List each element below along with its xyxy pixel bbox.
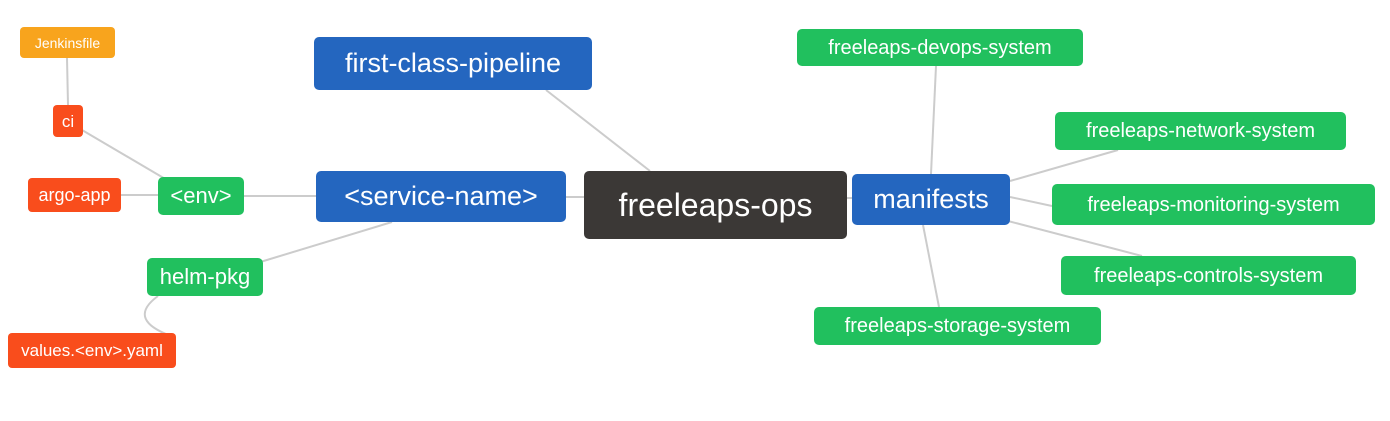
node-freeleaps-devops-system[interactable]: freeleaps-devops-system xyxy=(797,29,1083,66)
edge-jenkinsfile-ci xyxy=(66,57,69,106)
node-ci[interactable]: ci xyxy=(53,105,83,137)
edge-manifests-controls-system xyxy=(1007,220,1143,257)
node-freeleaps-storage-system[interactable]: freeleaps-storage-system xyxy=(814,307,1101,345)
edge-manifests-network-system xyxy=(1009,149,1119,182)
node-env[interactable]: <env> xyxy=(158,177,244,215)
edge-manifests-monitoring-system xyxy=(1009,196,1053,207)
node-first-class-pipeline[interactable]: first-class-pipeline xyxy=(314,37,592,90)
node-service-name[interactable]: <service-name> xyxy=(316,171,566,222)
node-helm-pkg[interactable]: helm-pkg xyxy=(147,258,263,296)
edge-first-class-pipeline-root xyxy=(545,89,651,172)
edge-ci-env xyxy=(81,129,168,181)
edge-values-helm-pkg xyxy=(143,295,167,335)
node-freeleaps-monitoring-system[interactable]: freeleaps-monitoring-system xyxy=(1052,184,1375,225)
node-manifests[interactable]: manifests xyxy=(852,174,1010,225)
node-values-env-yaml[interactable]: values.<env>.yaml xyxy=(8,333,176,368)
node-argo-app[interactable]: argo-app xyxy=(28,178,121,212)
edge-manifests-storage-system xyxy=(922,224,940,308)
edge-helm-pkg-service-name xyxy=(256,221,393,264)
node-jenkinsfile[interactable]: Jenkinsfile xyxy=(20,27,115,58)
node-freeleaps-network-system[interactable]: freeleaps-network-system xyxy=(1055,112,1346,150)
node-freeleaps-ops-root[interactable]: freeleaps-ops xyxy=(584,171,847,239)
edge-manifests-devops-system xyxy=(930,65,937,175)
node-freeleaps-controls-system[interactable]: freeleaps-controls-system xyxy=(1061,256,1356,295)
